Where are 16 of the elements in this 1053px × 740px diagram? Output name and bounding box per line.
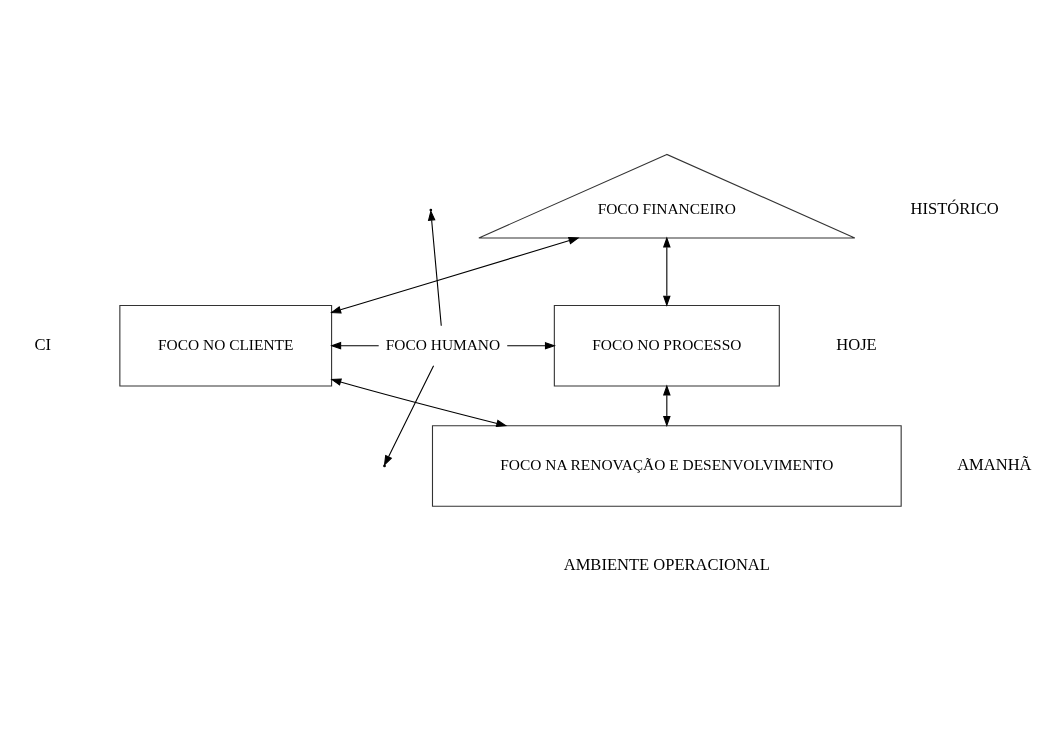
node-text: FOCO HUMANO bbox=[385, 335, 501, 353]
arrow bbox=[330, 237, 580, 314]
label: HOJE bbox=[836, 334, 877, 354]
label: CI bbox=[34, 334, 51, 354]
node-box: FOCO NO PROCESSO bbox=[553, 304, 780, 387]
arrow bbox=[383, 365, 435, 467]
arrow bbox=[506, 341, 556, 350]
label: HISTÓRICO bbox=[910, 198, 999, 218]
label: AMBIENTE OPERACIONAL bbox=[563, 554, 770, 574]
node-box: FOCO NO CLIENTE bbox=[119, 304, 333, 387]
arrow bbox=[330, 341, 380, 350]
label: AMANHÃ bbox=[957, 454, 1032, 474]
arrow bbox=[330, 378, 508, 428]
node-box: FOCO NA RENOVAÇÃO E DESENVOLVIMENTO bbox=[431, 425, 902, 507]
arrow bbox=[662, 384, 671, 427]
arrow bbox=[662, 236, 671, 307]
